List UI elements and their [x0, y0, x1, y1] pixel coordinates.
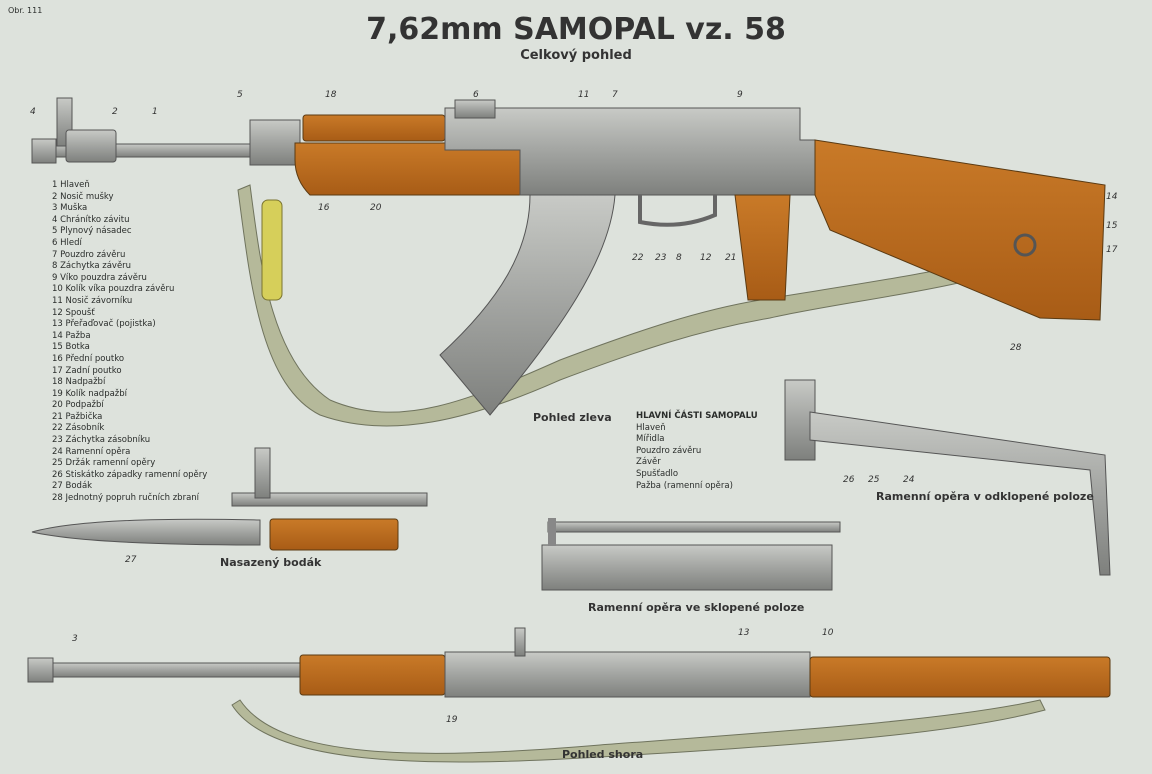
poster-subtitle: Celkový pohled — [520, 48, 632, 63]
muzzle-cap — [31, 138, 57, 164]
part-legend-item: 8 Záchytka závěru — [52, 261, 132, 272]
callout-number: 5 — [237, 90, 243, 100]
part-legend-item: 24 Ramenní opěra — [52, 446, 131, 457]
top-sling — [231, 699, 1046, 763]
part-legend-item: 5 Plynový násadec — [52, 226, 132, 237]
unfolded-stock-view — [784, 379, 1111, 576]
part-legend-item: 12 Spoušť — [52, 307, 95, 318]
pistol-grip — [734, 194, 791, 301]
callout-number: 28 — [1010, 343, 1022, 353]
part-legend-item: 15 Botka — [52, 342, 90, 353]
buttstock — [814, 139, 1106, 321]
main-part-item: Pažba (ramenní opěra) — [636, 480, 733, 491]
part-legend-item: 14 Pažba — [52, 330, 91, 341]
part-legend-item: 20 Podpažbí — [52, 400, 104, 411]
part-legend-item: 13 Přeřaďovač (pojistka) — [52, 319, 156, 330]
front-sight-carrier — [65, 129, 117, 163]
gas-block — [249, 119, 301, 166]
part-legend-item: 22 Zásobník — [52, 423, 105, 434]
callout-number: 3 — [72, 634, 78, 644]
part-legend-item: 4 Chránítko závitu — [52, 214, 130, 225]
callout-number: 7 — [612, 90, 618, 100]
callout-number: 19 — [446, 715, 458, 725]
part-legend-item: 18 Nadpažbí — [52, 377, 106, 388]
upper-handguard — [302, 114, 446, 142]
sling-tab — [261, 199, 283, 301]
callout-number: 22 — [632, 253, 644, 263]
part-legend-item: 23 Záchytka zásobníku — [52, 435, 151, 446]
caption-bayonet: Nasazený bodák — [220, 556, 322, 569]
part-legend-item: 28 Jednotný popruh ručních zbraní — [52, 493, 200, 504]
callout-number: 23 — [655, 253, 667, 263]
part-legend-item: 19 Kolík nadpažbí — [52, 388, 128, 399]
magazine — [439, 194, 616, 416]
callout-number: 24 — [903, 475, 915, 485]
caption-stock-unfolded: Ramenní opěra v odklopené poloze — [876, 490, 1094, 503]
part-legend-item: 9 Víko pouzdra závěru — [52, 272, 147, 283]
lower-handguard — [294, 142, 521, 196]
bayonet-view — [31, 447, 428, 551]
callout-number: 1 — [152, 107, 158, 117]
part-legend-item: 3 Muška — [52, 203, 88, 214]
callout-number: 10 — [822, 628, 834, 638]
caption-left-view: Pohled zleva — [533, 411, 612, 424]
bayonet-blade — [31, 518, 261, 546]
callout-number: 6 — [473, 90, 479, 100]
callout-number: 13 — [738, 628, 750, 638]
main-parts-list: HLAVNÍ ČÁSTI SAMOPALU Hlaveň Mířidla Pou… — [636, 411, 758, 492]
callout-number: 26 — [843, 475, 855, 485]
part-legend-item: 10 Kolík víka pouzdra závěru — [52, 284, 175, 295]
callout-number: 11 — [578, 90, 589, 100]
trigger-guard — [638, 195, 717, 227]
callout-number: 18 — [325, 90, 337, 100]
main-part-item: Mířidla — [636, 434, 665, 445]
main-parts-heading: HLAVNÍ ČÁSTI SAMOPALU — [636, 411, 758, 421]
main-part-item: Závěr — [636, 457, 661, 468]
part-legend-item: 1 Hlaveň — [52, 180, 90, 190]
callout-number: 21 — [725, 253, 736, 263]
main-part-item: Spušťadlo — [636, 468, 679, 479]
rear-sling-swivel — [1013, 233, 1037, 257]
callout-number: 16 — [318, 203, 330, 213]
callout-number: 25 — [868, 475, 880, 485]
callout-number: 12 — [700, 253, 712, 263]
main-part-item: Pouzdro závěru — [636, 445, 702, 456]
part-legend-item: 2 Nosič mušky — [52, 191, 114, 202]
part-legend-item: 16 Přední poutko — [52, 353, 125, 364]
part-legend-item: 26 Stiskátko západky ramenní opěry — [52, 469, 208, 480]
callout-number: 20 — [370, 203, 382, 213]
callout-number: 9 — [737, 90, 743, 100]
part-legend-item: 25 Držák ramenní opěry — [52, 458, 156, 469]
callout-number: 8 — [676, 253, 682, 263]
part-legend-item: 21 Pažbička — [52, 411, 103, 422]
callout-number: 2 — [112, 107, 118, 117]
caption-stock-folded: Ramenní opěra ve sklopené poloze — [588, 601, 805, 614]
top-view-rifle — [27, 627, 1111, 763]
folded-stock-view — [541, 518, 841, 591]
callout-number: 4 — [30, 107, 36, 117]
side-view-rifle — [31, 97, 1106, 427]
plate-label: Obr. 111 — [8, 6, 43, 15]
part-legend-item: 7 Pouzdro závěru — [52, 249, 126, 260]
caption-top-view: Pohled shora — [562, 748, 644, 761]
part-legend-item: 6 Hledí — [52, 237, 82, 248]
rear-sight — [454, 99, 496, 119]
part-legend-item: 17 Zadní poutko — [52, 365, 122, 376]
poster-title: 7,62mm SAMOPAL vz. 58 — [366, 12, 786, 47]
callout-number: 17 — [1106, 245, 1118, 255]
callout-number: 15 — [1106, 221, 1118, 231]
part-legend-item: 27 Bodák — [52, 481, 93, 492]
callout-number: 14 — [1106, 192, 1118, 202]
callout-number: 27 — [125, 555, 137, 565]
bayonet-handle — [269, 518, 399, 551]
main-part-item: Hlaveň — [636, 422, 666, 433]
part-legend-item: 11 Nosič závorníku — [52, 295, 133, 306]
